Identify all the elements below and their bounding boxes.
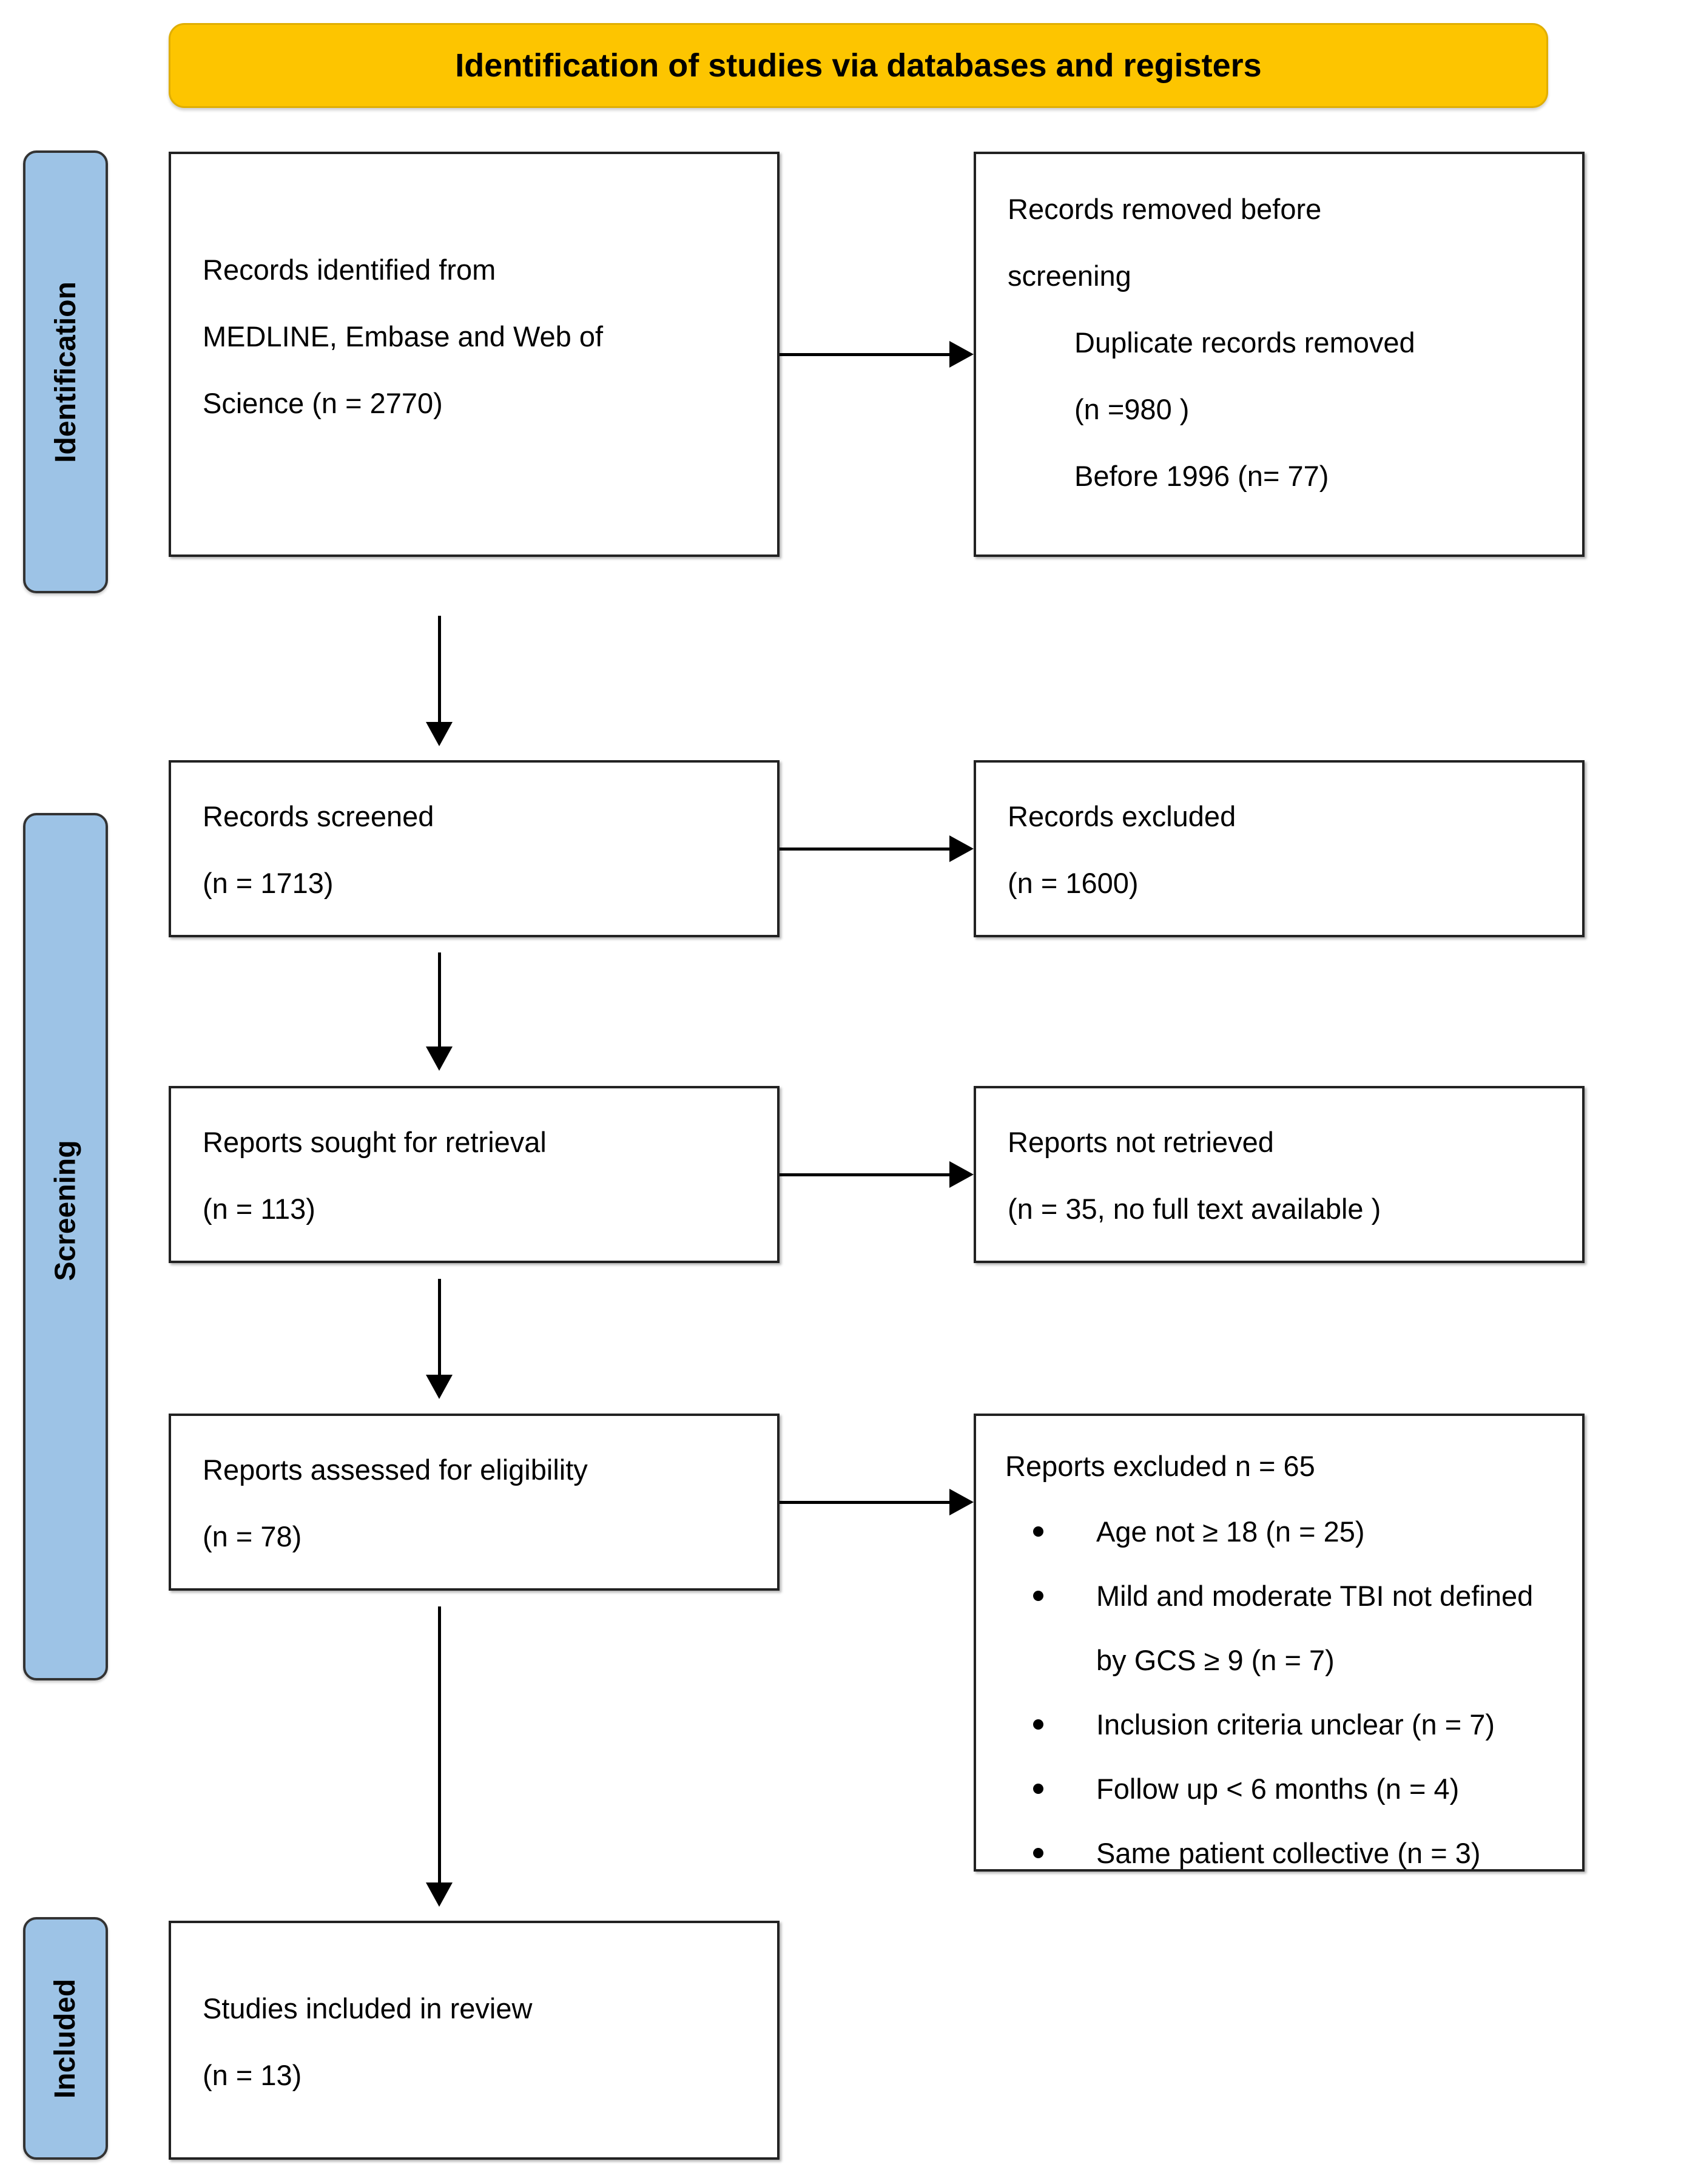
records-excluded-line1: Records excluded (1008, 800, 1236, 832)
node-records-identified: Records identified from MEDLINE, Embase … (169, 152, 780, 557)
bullet-dot-icon (1033, 1591, 1043, 1601)
exclusion-reason-text: Age not ≥ 18 (n = 25) (1096, 1515, 1365, 1548)
arrow-identified-to-screened (425, 616, 454, 746)
reports-not-retrieved-line2: (n = 35, no full text available ) (1008, 1193, 1381, 1225)
exclusion-reason-list: Age not ≥ 18 (n = 25) Mild and moderate … (1005, 1500, 1569, 1886)
reports-assessed-line1: Reports assessed for eligibility (203, 1454, 588, 1486)
records-screened-line2: (n = 1713) (203, 867, 334, 899)
records-identified-line1: Records identified from (203, 254, 496, 286)
node-reports-not-retrieved: Reports not retrieved (n = 35, no full t… (974, 1086, 1585, 1263)
reports-excluded-heading: Reports excluded n = 65 (1005, 1450, 1315, 1482)
list-item: Age not ≥ 18 (n = 25) (1005, 1500, 1569, 1564)
node-records-removed: Records removed before screening Duplica… (974, 152, 1585, 557)
stage-bar-identification: Identification (23, 150, 108, 593)
records-removed-line1: Records removed before (1008, 193, 1322, 225)
exclusion-reason-text: Follow up < 6 months (n = 4) (1096, 1773, 1460, 1805)
reports-assessed-line2: (n = 78) (203, 1520, 302, 1552)
arrow-sought-to-assessed (425, 1279, 454, 1399)
diagram-header-banner: Identification of studies via databases … (169, 23, 1548, 108)
arrow-assessed-to-included (425, 1606, 454, 1907)
records-screened-line1: Records screened (203, 800, 434, 832)
arrow-screened-to-sought (425, 952, 454, 1071)
studies-included-line2: (n = 13) (203, 2059, 302, 2091)
stage-label-included: Included (49, 1978, 82, 2098)
bullet-dot-icon (1033, 1848, 1043, 1858)
banner-title: Identification of studies via databases … (455, 47, 1262, 84)
list-item: Follow up < 6 months (n = 4) (1005, 1757, 1569, 1821)
list-item: Same patient collective (n = 3) (1005, 1821, 1569, 1886)
records-removed-duplicates-label: Duplicate records removed (1074, 326, 1415, 359)
records-excluded-line2: (n = 1600) (1008, 867, 1139, 899)
records-identified-line3: Science (n = 2770) (203, 387, 443, 419)
list-item: Inclusion criteria unclear (n = 7) (1005, 1693, 1569, 1757)
arrow-screened-to-excluded (780, 834, 974, 863)
records-identified-line2: MEDLINE, Embase and Web of (203, 320, 604, 352)
stage-bar-included: Included (23, 1917, 108, 2160)
bullet-dot-icon (1033, 1719, 1043, 1730)
reports-not-retrieved-line1: Reports not retrieved (1008, 1126, 1274, 1158)
list-item: Mild and moderate TBI not defined by GCS… (1005, 1564, 1569, 1693)
node-reports-excluded-reasons: Reports excluded n = 65 Age not ≥ 18 (n … (974, 1414, 1585, 1872)
reports-sought-line1: Reports sought for retrieval (203, 1126, 547, 1158)
records-removed-duplicates-count: (n =980 ) (1074, 393, 1190, 425)
arrow-sought-to-not-retrieved (780, 1160, 974, 1189)
node-studies-included: Studies included in review (n = 13) (169, 1921, 780, 2160)
stage-label-screening: Screening (49, 1139, 82, 1281)
node-records-excluded: Records excluded (n = 1600) (974, 760, 1585, 937)
records-removed-before1996: Before 1996 (n= 77) (1074, 460, 1329, 492)
records-removed-line2: screening (1008, 260, 1131, 292)
bullet-dot-icon (1033, 1526, 1043, 1537)
node-reports-assessed: Reports assessed for eligibility (n = 78… (169, 1414, 780, 1591)
stage-bar-screening: Screening (23, 813, 108, 1680)
arrow-assessed-to-excluded-reasons (780, 1488, 974, 1517)
studies-included-line1: Studies included in review (203, 1992, 533, 2024)
node-records-screened: Records screened (n = 1713) (169, 760, 780, 937)
exclusion-reason-text: Inclusion criteria unclear (n = 7) (1096, 1708, 1495, 1741)
exclusion-reason-text: Mild and moderate TBI not defined by GCS… (1096, 1580, 1534, 1676)
stage-label-identification: Identification (49, 281, 82, 463)
arrow-identified-to-removed (780, 340, 974, 369)
bullet-dot-icon (1033, 1784, 1043, 1794)
exclusion-reason-text: Same patient collective (n = 3) (1096, 1837, 1481, 1869)
reports-sought-line2: (n = 113) (203, 1193, 315, 1225)
node-reports-sought: Reports sought for retrieval (n = 113) (169, 1086, 780, 1263)
